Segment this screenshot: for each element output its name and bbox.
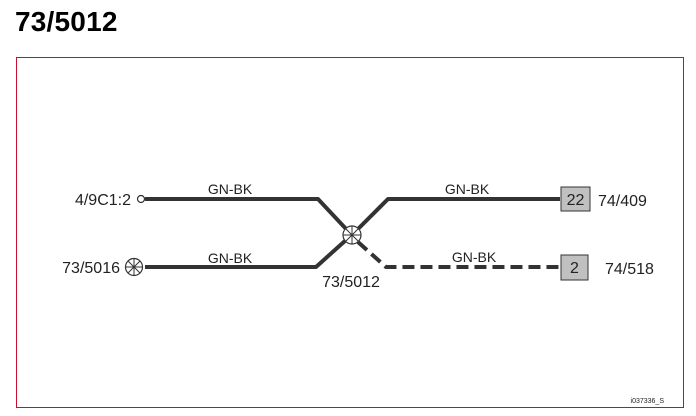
connector-star-icon (124, 257, 144, 277)
pin-number-top: 22 (567, 192, 585, 209)
wires (145, 197, 560, 269)
wire-color-left-top: GN-BK (208, 181, 253, 197)
right-top-connector-label: 74/409 (598, 193, 647, 210)
wire-color-left-bottom: GN-BK (208, 250, 253, 266)
pin-box-top (560, 186, 591, 212)
wire-color-right-bottom: GN-BK (452, 249, 497, 265)
wire-color-right-top: GN-BK (445, 181, 490, 197)
right-bottom-connector-label: 74/518 (605, 261, 654, 278)
wire-left-bottom (145, 238, 348, 269)
wire-right-top (356, 197, 560, 231)
splice-label: 73/5012 (322, 274, 380, 291)
page-title: 73/5012 (15, 6, 118, 37)
splice-icon (342, 225, 362, 245)
left-top-connector-label: 4/9C1:2 (75, 192, 131, 209)
terminal-open-circle-icon (136, 194, 146, 204)
wire-left-top (145, 197, 350, 233)
diagram-frame (16, 57, 684, 408)
left-bottom-connector-label: 73/5016 (62, 260, 120, 277)
pin-number-bottom: 2 (570, 260, 579, 277)
wire-right-bottom-dashed (356, 240, 560, 269)
pin-box-bottom (560, 254, 589, 281)
figure-id: i037336_S (631, 398, 665, 405)
